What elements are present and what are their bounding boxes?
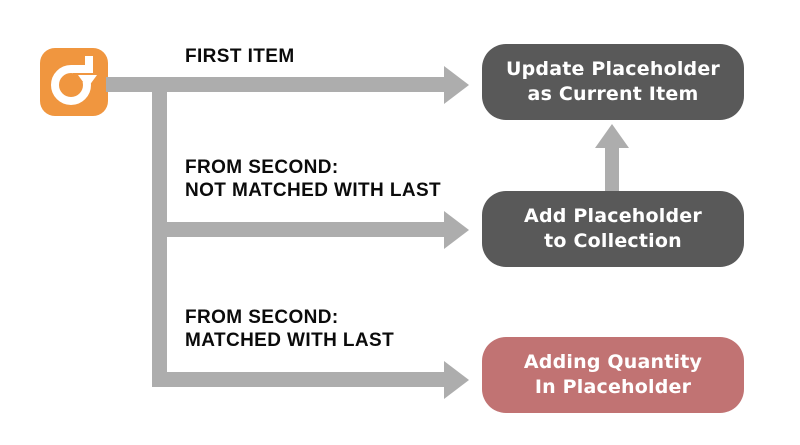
connector-add-to-update — [605, 146, 619, 191]
node-text-line: Adding Quantity — [523, 351, 703, 373]
arrowhead-up-icon — [595, 124, 629, 148]
redo-icon — [40, 48, 108, 116]
branch-label-line: FROM SECOND: — [185, 157, 339, 178]
connector-not-matched — [152, 222, 446, 237]
node-text-line: In Placeholder — [534, 376, 692, 398]
arrowhead-matched-icon — [444, 361, 469, 399]
connector-first-item — [106, 77, 446, 92]
start-node — [40, 48, 108, 116]
branch-label-matched: FROM SECOND: MATCHED WITH LAST — [185, 306, 394, 352]
node-update-placeholder: Update Placeholder as Current Item — [482, 44, 744, 120]
branch-label-line: FIRST ITEM — [185, 46, 295, 67]
node-text-line: Add Placeholder — [524, 205, 702, 227]
arrowhead-first-item-icon — [444, 66, 469, 104]
branch-label-first-item: FIRST ITEM — [185, 45, 295, 68]
branch-label-line: MATCHED WITH LAST — [185, 330, 395, 351]
node-text-line: Update Placeholder — [506, 58, 720, 80]
branch-label-line: NOT MATCHED WITH LAST — [185, 180, 442, 201]
node-adding-quantity: Adding Quantity In Placeholder — [482, 337, 744, 413]
node-text-line: as Current Item — [527, 83, 699, 105]
branch-label-line: FROM SECOND: — [185, 307, 339, 328]
branch-label-not-matched: FROM SECOND: NOT MATCHED WITH LAST — [185, 156, 441, 202]
connector-matched — [152, 372, 446, 387]
node-add-placeholder: Add Placeholder to Collection — [482, 191, 744, 267]
arrowhead-not-matched-icon — [444, 211, 469, 249]
node-text-line: to Collection — [544, 230, 682, 252]
